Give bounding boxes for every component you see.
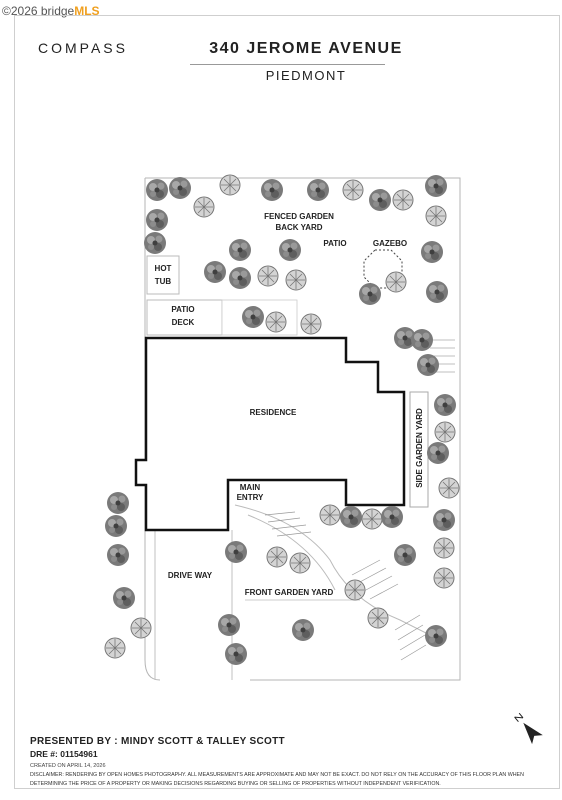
plant-icon — [434, 421, 456, 443]
north-arrow-icon — [514, 712, 543, 745]
label-patio-deck-2: DECK — [172, 318, 195, 327]
plant-icon — [342, 179, 364, 201]
label-tub: TUB — [155, 277, 172, 286]
label-back-yard: BACK YARD — [275, 223, 322, 232]
plant-icon — [225, 541, 247, 563]
plant-icon — [381, 506, 403, 528]
plant-icon — [425, 175, 447, 197]
page-frame — [14, 15, 560, 789]
plant-icon — [113, 587, 135, 609]
brand-logo: COMPASS — [38, 40, 128, 56]
plant-icon — [193, 196, 215, 218]
presented-by: PRESENTED BY : MINDY SCOTT & TALLEY SCOT… — [30, 736, 285, 747]
front-stairs — [264, 511, 427, 661]
plant-icon — [169, 177, 191, 199]
plant-icon — [426, 281, 448, 303]
label-patio-deck-1: PATIO — [171, 305, 194, 314]
plant-icon — [359, 283, 381, 305]
plant-icon — [265, 311, 287, 333]
plant-icon — [411, 329, 433, 351]
plant-icon — [392, 189, 414, 211]
plant-icon — [204, 261, 226, 283]
patio-deck — [146, 299, 223, 336]
plant-icon — [434, 394, 456, 416]
city-text: PIEDMONT — [265, 68, 347, 83]
label-main: MAIN — [240, 483, 261, 492]
mls-watermark: ©2026 bridgeMLS — [2, 4, 100, 18]
plant-icon — [279, 239, 301, 261]
plant-icon — [319, 504, 341, 526]
dre-number: DRE #: 01154961 — [30, 749, 98, 759]
plant-icon — [146, 209, 168, 231]
plant-icon — [361, 508, 383, 530]
plant-icon — [266, 546, 288, 568]
plant-icon — [229, 239, 251, 261]
plant-icon — [425, 205, 447, 227]
gazebo — [363, 249, 403, 289]
driveway — [154, 530, 233, 680]
plant-icon — [104, 637, 126, 659]
plant-icon — [219, 174, 241, 196]
plant-icon — [107, 544, 129, 566]
front-walkway — [234, 504, 441, 641]
plant-icon — [257, 265, 279, 287]
plant-icon — [225, 643, 247, 665]
plant-icon — [340, 506, 362, 528]
plant-icon — [394, 544, 416, 566]
label-patio: PATIO — [323, 239, 346, 248]
residence-outline — [134, 336, 406, 532]
plant-icon — [105, 515, 127, 537]
plant-icon — [130, 617, 152, 639]
address-text: 340 JEROME AVENUE — [209, 40, 403, 57]
plant-icon — [425, 625, 447, 647]
label-hot: HOT — [155, 264, 172, 273]
lot-outline — [144, 177, 461, 681]
plant-icon — [307, 179, 329, 201]
plant-icon — [146, 179, 168, 201]
copyright-text: ©2026 bridge — [2, 4, 75, 18]
label-entry: ENTRY — [237, 493, 264, 502]
plant-icon — [229, 267, 251, 289]
plant-icon — [427, 442, 449, 464]
plant-icon — [261, 179, 283, 201]
side-stairs — [430, 339, 455, 373]
city-subtitle: PIEDMONT — [0, 68, 562, 83]
plant-icon — [433, 509, 455, 531]
plant-icon — [107, 492, 129, 514]
plant-icon — [289, 552, 311, 574]
address-title: 340 JEROME AVENUE — [0, 40, 562, 58]
plant-icon — [285, 269, 307, 291]
plant-icon — [421, 241, 443, 263]
created-date: CREATED ON APRIL 14, 2026 — [30, 763, 106, 769]
plant-icon — [433, 537, 455, 559]
label-front-garden-yard: FRONT GARDEN YARD — [245, 588, 334, 597]
plant-icon — [344, 579, 366, 601]
plant-icon — [218, 614, 240, 636]
mls-logo: MLS — [74, 4, 100, 18]
plant-icon — [438, 477, 460, 499]
plant-icon — [369, 189, 391, 211]
plant-icon — [385, 271, 407, 293]
plant-icon — [300, 313, 322, 335]
disclaimer: DISCLAIMER: RENDERING BY OPEN HOMES PHOT… — [30, 772, 524, 787]
label-fenced-garden: FENCED GARDEN — [264, 212, 334, 221]
label-drive-way: DRIVE WAY — [168, 571, 213, 580]
label-residence: RESIDENCE — [250, 408, 297, 417]
plant-icon — [242, 306, 264, 328]
label-side-garden-yard: SIDE GARDEN YARD — [415, 408, 424, 488]
title-divider — [190, 64, 385, 65]
plant-icon — [417, 354, 439, 376]
plant-icon — [367, 607, 389, 629]
label-gazebo: GAZEBO — [373, 239, 407, 248]
plant-icon — [144, 232, 166, 254]
plant-icon — [433, 567, 455, 589]
plant-icon — [292, 619, 314, 641]
hot-tub — [146, 255, 180, 295]
